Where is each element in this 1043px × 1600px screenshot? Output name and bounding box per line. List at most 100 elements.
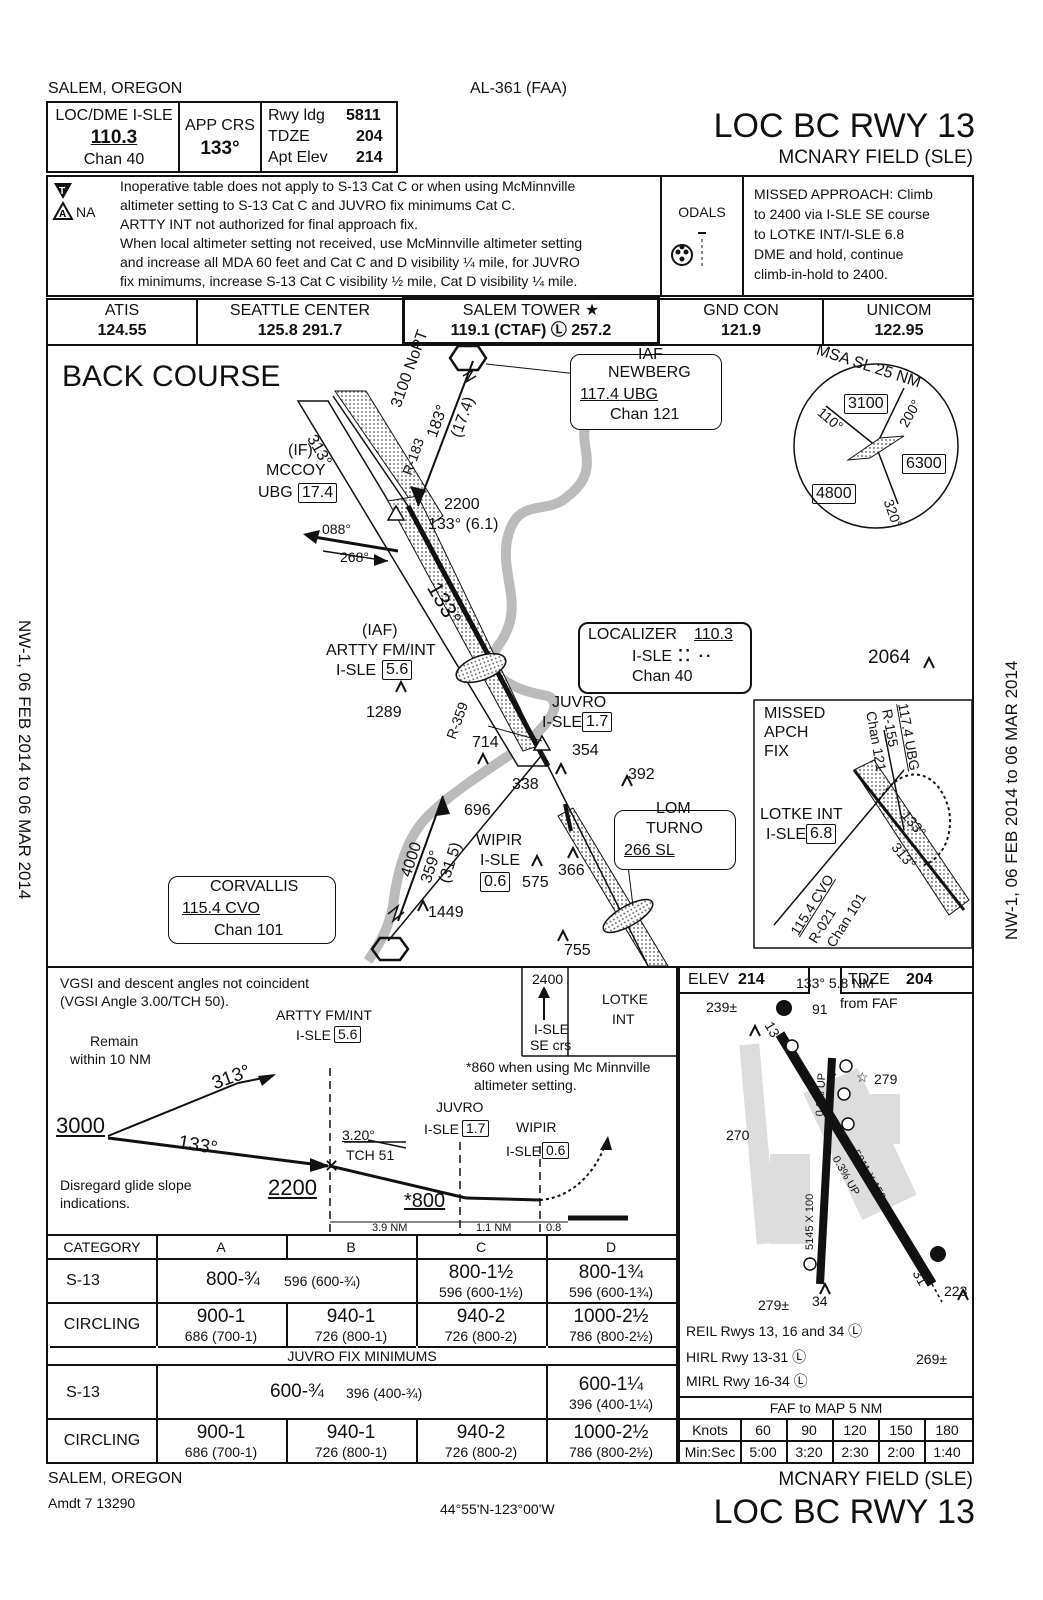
svg-text:T: T (59, 186, 65, 197)
footer-city: SALEM, OREGON (48, 1470, 183, 1487)
missed-line-2: to 2400 via I-SLE SE course (754, 206, 930, 222)
within-label: within 10 NM (70, 1051, 151, 1067)
min-circ-c-sub: 726 (800-2) (444, 1328, 518, 1344)
j-circ-b-sub: 726 (800-1) (314, 1444, 388, 1460)
note-860b: altimeter setting. (474, 1077, 577, 1093)
artty-iaf: (IAF) (362, 622, 398, 639)
elev-338: 338 (512, 776, 539, 793)
msa-alt-1: 3100 (844, 394, 888, 414)
timing-title: FAF to MAP 5 NM (769, 1400, 883, 1416)
localizer-ident: I-SLE (632, 648, 673, 665)
ap-lights-1: REIL Rwys 13, 16 and 34 Ⓛ (686, 1323, 863, 1339)
min-circ-d-main: 1000-2½ (573, 1306, 649, 1327)
juvro-isle: I-SLE (542, 714, 583, 731)
minimums-table: CATEGORY A B C D S-13 800-¾ 596 (600-¾) … (46, 1236, 678, 1464)
ap-star-icon: ☆ (856, 1069, 869, 1085)
elev-696: 696 (464, 802, 491, 819)
disregard-2: indications. (60, 1195, 131, 1211)
map-fix-dist: 6.8 (806, 824, 837, 844)
disregard-1: Disregard glide slope (60, 1177, 192, 1193)
na-label: NA (76, 204, 96, 220)
footer-coords: 44°55'N-123°00'W (440, 1501, 555, 1517)
course-313-line (332, 395, 409, 507)
timing-knots-1: 60 (755, 1422, 771, 1438)
header-airport: MCNARY FIELD (SLE) (778, 147, 973, 168)
runway-16-34 (816, 1057, 836, 1285)
msa-circle (793, 363, 959, 529)
tdze-label: TDZE (268, 128, 310, 145)
ap-obs-279b: 279± (758, 1297, 790, 1313)
wipir-fix-mark (563, 803, 573, 832)
j-circ-c-main: 940-2 (456, 1422, 506, 1443)
ap-from-faf2: from FAF (840, 995, 898, 1011)
timing-time-2: 3:20 (795, 1444, 823, 1460)
ap-obs-270: 270 (726, 1127, 750, 1143)
airport-drawing (739, 1000, 969, 1303)
ap-obs-239: 239± (706, 999, 738, 1015)
j-s13-abc-main: 600-¾ (270, 1381, 324, 1402)
mccoy-ubg: UBG (258, 484, 293, 501)
timing-knots-label: Knots (692, 1422, 728, 1438)
turno-box (614, 810, 736, 870)
wipir-isle: I-SLE (480, 852, 521, 869)
j-s13-d-sub: 396 (400-1¼) (568, 1396, 654, 1412)
missed-line-3: to LOTKE INT/I-SLE 6.8 (754, 226, 905, 242)
profile-800: *800 (404, 1190, 446, 1212)
min-circ-a-sub: 686 (700-1) (184, 1328, 258, 1344)
radial-359 (387, 755, 542, 942)
footer-title: LOC BC RWY 13 (713, 1493, 975, 1531)
tdze-value: 204 (356, 128, 383, 145)
runway-13-31 (775, 1031, 937, 1287)
profile-wipir: WIPIR (516, 1119, 557, 1135)
j-circ-a-sub: 686 (700-1) (184, 1444, 258, 1460)
min-hdr-a: A (216, 1239, 226, 1255)
corvallis-name: CORVALLIS (210, 878, 299, 895)
turno-lom-marker (602, 898, 654, 934)
corvallis-vortac-icon (370, 936, 410, 962)
ap-obs-223: 223 (944, 1283, 968, 1299)
juvro-name: JUVRO (552, 694, 607, 711)
spot-elevation-icons (395, 655, 935, 942)
profile-artty: ARTTY FM/INT (276, 1007, 372, 1023)
t-na-icon: T A (52, 183, 74, 220)
timing-time-4: 2:00 (887, 1444, 915, 1460)
loc-dme-label: LOC/DME I-SLE (55, 107, 173, 124)
comm-gnd-name: GND CON (703, 302, 779, 319)
msa-alt-2: 6300 (902, 454, 946, 474)
corvallis-box (168, 876, 336, 944)
plan-view-drawing (296, 346, 972, 966)
min-hdr-category: CATEGORY (63, 1239, 141, 1255)
min-s13-ab-sub: 596 (600-¾) (284, 1273, 361, 1289)
rwy-ldg-value: 5811 (346, 107, 381, 124)
profile-wipir-dist: 0.6 (542, 1142, 570, 1160)
profile-juvro: JUVRO (436, 1099, 484, 1115)
min-s13-c-main: 800-1½ (448, 1262, 514, 1283)
ap-elev-value: 214 (738, 971, 765, 988)
mccoy-dist: 17.4 (298, 483, 338, 503)
comms-row: ATIS 124.55 SEATTLE CENTER 125.8 291.7 S… (46, 297, 974, 346)
min-hdr-c: C (475, 1239, 487, 1255)
note-line-1: Inoperative table does not apply to S-13… (120, 178, 576, 194)
artty-fix-marker (455, 652, 507, 684)
app-crs-value: 133° (200, 138, 240, 159)
comm-unicom-name: UNICOM (866, 302, 932, 319)
missed-line-1: MISSED APPROACH: Climb (754, 186, 933, 202)
wipir-name: WIPIR (476, 832, 523, 849)
map-fix-isle: I-SLE (766, 826, 807, 843)
ap-obs-269: 269± (916, 1351, 948, 1367)
comm-center-freq: 125.8 291.7 (257, 322, 343, 339)
ap-tdze-value: 204 (906, 971, 933, 988)
corvallis-chan: Chan 101 (214, 922, 284, 939)
margin-right-date: NW-1, 06 FEB 2014 to 06 MAR 2014 (1002, 660, 1021, 940)
juvro-fix-icon (532, 734, 552, 751)
plan-view: BACK COURSE IAF NEWBERG 117.4 UBG Chan 1… (46, 328, 974, 968)
timing-knots-4: 150 (889, 1422, 913, 1438)
profile-juvro-dist: 1.7 (462, 1120, 490, 1138)
missed-line-4: DME and hold, continue (754, 246, 904, 262)
newberg-iaf: IAF (638, 346, 663, 363)
note-line-5: and increase all MDA 60 feet and Cat C a… (120, 254, 580, 270)
map-fix-lotke: LOTKE INT (760, 806, 843, 823)
remain-label: Remain (90, 1033, 139, 1049)
min-circ-d-sub: 786 (800-2½) (568, 1328, 654, 1344)
newberg-vortac-icon (448, 346, 488, 372)
